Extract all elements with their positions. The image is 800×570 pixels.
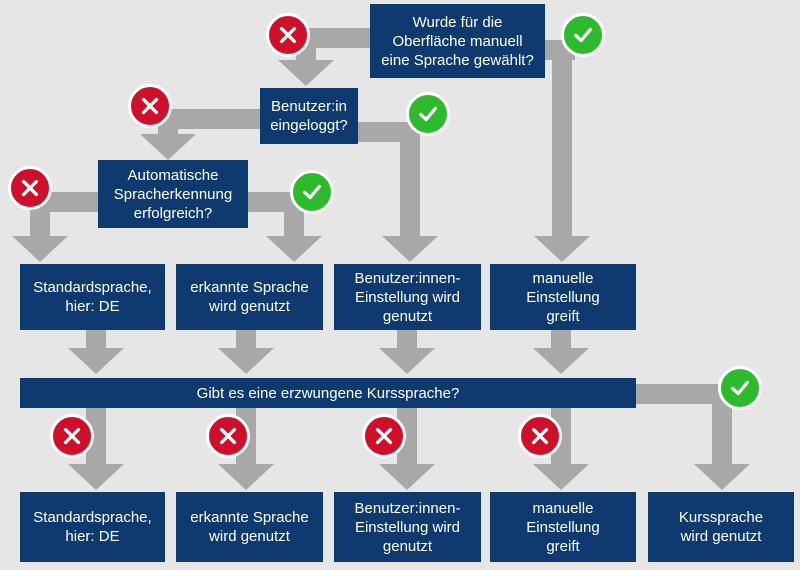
result-label: Benutzer:innen- Einstellung wird genutzt <box>354 499 461 555</box>
question-auto-detection-label: Automatische Spracherkennung erfolgreich… <box>113 166 233 222</box>
arrowhead <box>266 236 322 262</box>
x-icon <box>266 13 310 57</box>
result-bottom-detected-language: erkannte Sprache wird genutzt <box>176 492 323 562</box>
arrowhead <box>694 464 750 490</box>
result-label: Standardsprache, hier: DE <box>33 279 152 315</box>
arrowhead <box>382 236 438 262</box>
checkmark-icon <box>290 170 334 214</box>
checkmark-icon <box>561 13 605 57</box>
arrowhead <box>140 134 196 160</box>
connector-q2-no <box>168 109 260 129</box>
x-icon <box>518 414 562 458</box>
question-manual-language-label: Wurde für die Oberfläche manuell eine Sp… <box>381 13 534 69</box>
result-bottom-course-language: Kurssprache wird genutzt <box>648 492 794 562</box>
x-icon <box>362 414 406 458</box>
connector-q4-yes <box>636 384 732 404</box>
question-logged-in-label: Benutzer:in eingeloggt? <box>270 98 348 134</box>
result-label: Standardsprache, hier: DE <box>33 509 152 545</box>
result-bottom-default-language: Standardsprache, hier: DE <box>20 492 165 562</box>
result-top-default-language: Standardsprache, hier: DE <box>20 264 165 330</box>
result-label: manuelle Einstellung greift <box>526 499 600 555</box>
connector-q1-no <box>306 28 370 48</box>
result-top-user-setting: Benutzer:innen- Einstellung wird genutzt <box>334 264 481 330</box>
checkmark-icon <box>718 366 762 410</box>
question-logged-in: Benutzer:in eingeloggt? <box>260 88 358 144</box>
arrowhead <box>218 348 274 374</box>
result-label: manuelle Einstellung greift <box>526 269 600 325</box>
question-auto-detection: Automatische Spracherkennung erfolgreich… <box>98 160 248 228</box>
arrowhead <box>68 348 124 374</box>
x-icon <box>8 166 52 210</box>
arrowhead <box>68 464 124 490</box>
result-label: Kurssprache wird genutzt <box>678 509 764 545</box>
result-top-detected-language: erkannte Sprache wird genutzt <box>176 264 323 330</box>
arrowhead <box>533 348 589 374</box>
result-bottom-user-setting: Benutzer:innen- Einstellung wird genutzt <box>334 492 481 562</box>
x-icon <box>206 414 250 458</box>
result-label: erkannte Sprache wird genutzt <box>190 509 309 545</box>
arrowhead <box>278 60 334 86</box>
checkmark-icon <box>406 92 450 136</box>
question-forced-course-language-label: Gibt es eine erzwungene Kurssprache? <box>196 384 460 402</box>
result-label: erkannte Sprache wird genutzt <box>190 279 309 315</box>
result-label: Benutzer:innen- Einstellung wird genutzt <box>354 269 461 325</box>
arrowhead <box>12 236 68 262</box>
arrowhead <box>534 236 590 262</box>
result-bottom-manual-setting: manuelle Einstellung greift <box>490 492 636 562</box>
arrowhead <box>533 464 589 490</box>
arrowhead <box>379 464 435 490</box>
question-forced-course-language: Gibt es eine erzwungene Kurssprache? <box>20 378 636 408</box>
x-icon <box>128 84 172 128</box>
arrowhead <box>379 348 435 374</box>
arrowhead <box>218 464 274 490</box>
x-icon <box>50 414 94 458</box>
result-top-manual-setting: manuelle Einstellung greift <box>490 264 636 330</box>
question-manual-language: Wurde für die Oberfläche manuell eine Sp… <box>370 4 545 78</box>
connector-q3-no <box>40 192 98 212</box>
